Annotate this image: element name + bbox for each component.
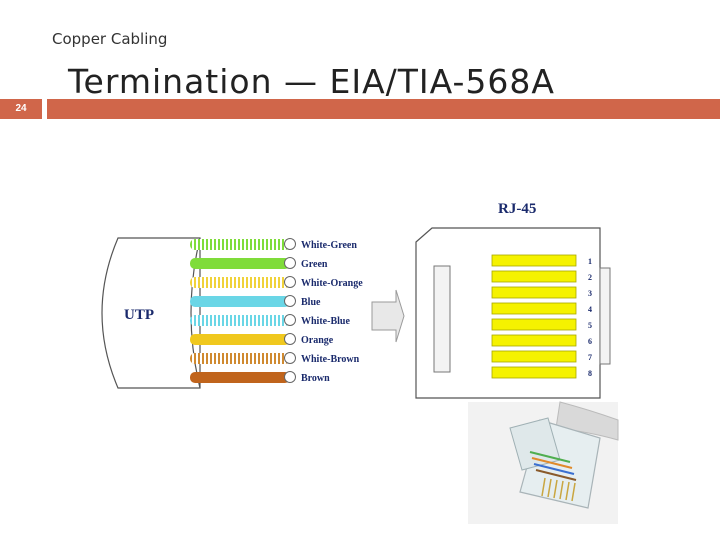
wire-white-blue: White-Blue [190, 314, 350, 327]
cable-label: UTP [124, 307, 154, 323]
pin-contact [491, 254, 577, 267]
wire-label: White-Orange [301, 278, 363, 289]
cable-jacket [101, 237, 201, 389]
jack-right-latch [599, 267, 611, 365]
pin-group: 1 2 3 4 5 6 7 8 [491, 254, 592, 379]
wire-green: Green [190, 257, 328, 270]
pin-contact [491, 270, 577, 283]
wire-label: Brown [301, 373, 330, 384]
pin-number: 1 [588, 257, 592, 266]
wire-label: Blue [301, 297, 321, 308]
pin-number: 2 [588, 273, 592, 282]
wire-white-brown: White-Brown [190, 352, 360, 365]
wire-label: White-Green [301, 240, 357, 251]
wire-blue: Blue [190, 295, 321, 308]
jack-left-slot [433, 265, 451, 373]
wire-white-orange: White-Orange [190, 276, 363, 289]
pin-number: 5 [588, 321, 592, 330]
pin-number: 8 [588, 369, 592, 378]
pin-contact [491, 366, 577, 379]
right-arrow-icon [371, 289, 405, 343]
slide-number: 24 [0, 99, 42, 119]
wire-label: Orange [301, 335, 334, 346]
wire-white-green: White-Green [190, 238, 357, 251]
wire-group: White-GreenGreenWhite-OrangeBlueWhite-Bl… [190, 238, 363, 384]
connector-photo [468, 401, 619, 524]
pin-number: 6 [588, 337, 592, 346]
pin-contact [491, 302, 577, 315]
jack-label: RJ-45 [498, 201, 536, 217]
wire-label: Green [301, 259, 328, 270]
wire-label: White-Blue [301, 316, 350, 327]
wire-brown: Brown [190, 371, 330, 384]
slide-subtitle: Copper Cabling [52, 30, 168, 48]
slide-title: Termination — EIA/TIA-568A [68, 62, 555, 101]
wire-orange: Orange [190, 333, 334, 346]
wire-label: White-Brown [301, 354, 360, 365]
pin-contact [491, 350, 577, 363]
pin-number: 7 [588, 353, 592, 362]
pin-contact [491, 318, 577, 331]
pin-contact [491, 334, 577, 347]
pin-number: 3 [588, 289, 592, 298]
pin-contact [491, 286, 577, 299]
cable-jacket-end [190, 237, 201, 389]
title-accent-bar [47, 99, 720, 119]
pin-number: 4 [588, 305, 592, 314]
